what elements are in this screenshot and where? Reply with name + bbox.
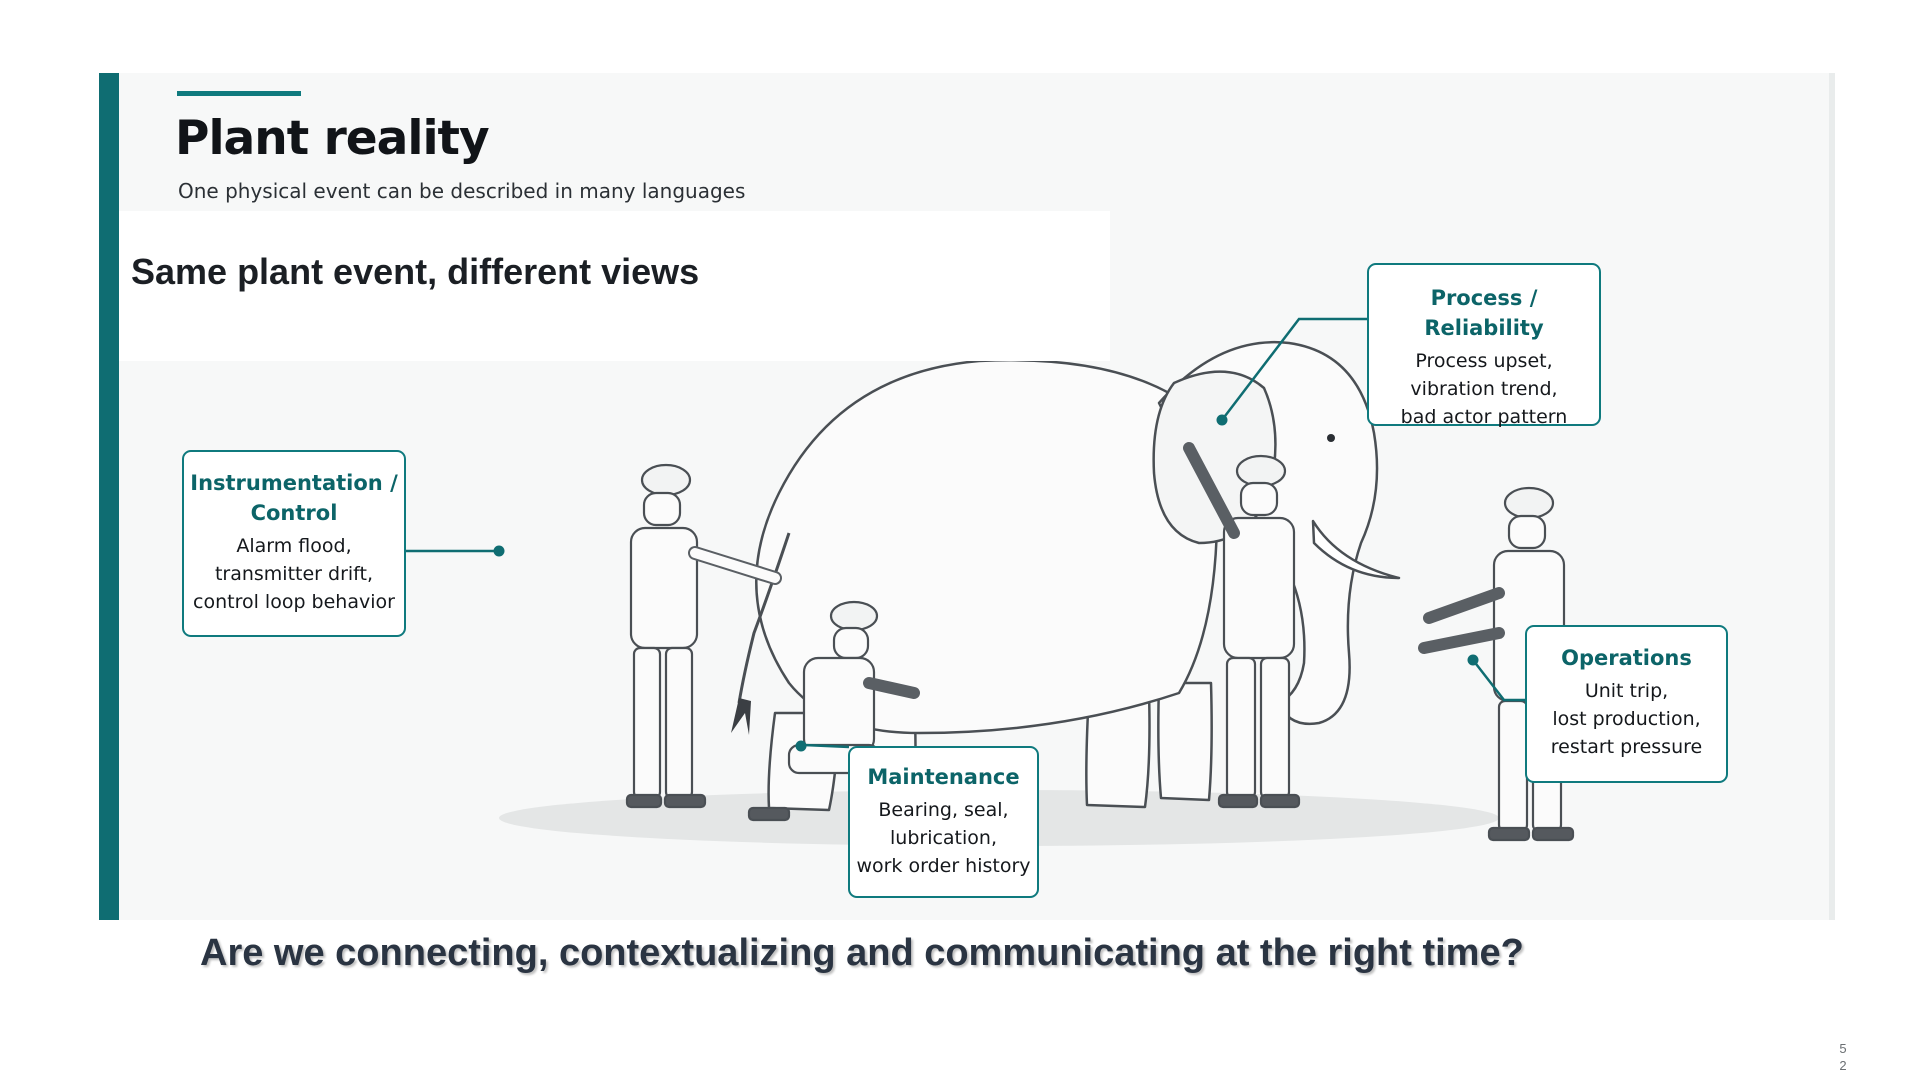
callout-body: Bearing, seal, lubrication, work order h…	[856, 799, 1031, 877]
title-rule	[177, 91, 301, 96]
callout-title: Operations	[1561, 646, 1692, 670]
elephant-tail	[737, 532, 791, 704]
callout-instrumentation-control: Instrumentation / Control Alarm flood, t…	[182, 450, 406, 637]
section-heading: Same plant event, different views	[131, 251, 700, 292]
callout-anchor-dots	[493, 414, 1479, 752]
worker-left	[625, 463, 782, 809]
blind-men-elephant-illustration	[404, 317, 1575, 846]
slide-title: Plant reality	[175, 111, 490, 166]
callout-body: Process upset, vibration trend, bad acto…	[1400, 350, 1568, 428]
accent-bar	[99, 73, 119, 920]
heading-panel	[119, 211, 1110, 361]
closing-question: Are we connecting, contextualizing and c…	[200, 932, 1524, 974]
callout-maintenance: Maintenance Bearing, seal, lubrication, …	[848, 746, 1039, 898]
worker-middle	[1183, 442, 1301, 809]
slide-subtitle: One physical event can be described in m…	[178, 179, 746, 203]
callout-operations: Operations Unit trip, lost production, r…	[1525, 625, 1728, 783]
callout-title: Maintenance	[867, 765, 1020, 789]
slide-edge	[1829, 73, 1835, 920]
callout-process-reliability: Process / Reliability Process upset, vib…	[1367, 263, 1601, 428]
callout-title: Process / Reliability	[1424, 286, 1544, 340]
callout-body: Alarm flood, transmitter drift, control …	[193, 535, 395, 613]
callout-body: Unit trip, lost production, restart pres…	[1550, 680, 1703, 758]
page-number: 5 2	[1839, 1041, 1847, 1073]
slide-frame: Plant reality One physical event can be …	[99, 73, 1835, 920]
callout-title: Instrumentation / Control	[190, 471, 398, 525]
elephant	[755, 340, 1401, 812]
